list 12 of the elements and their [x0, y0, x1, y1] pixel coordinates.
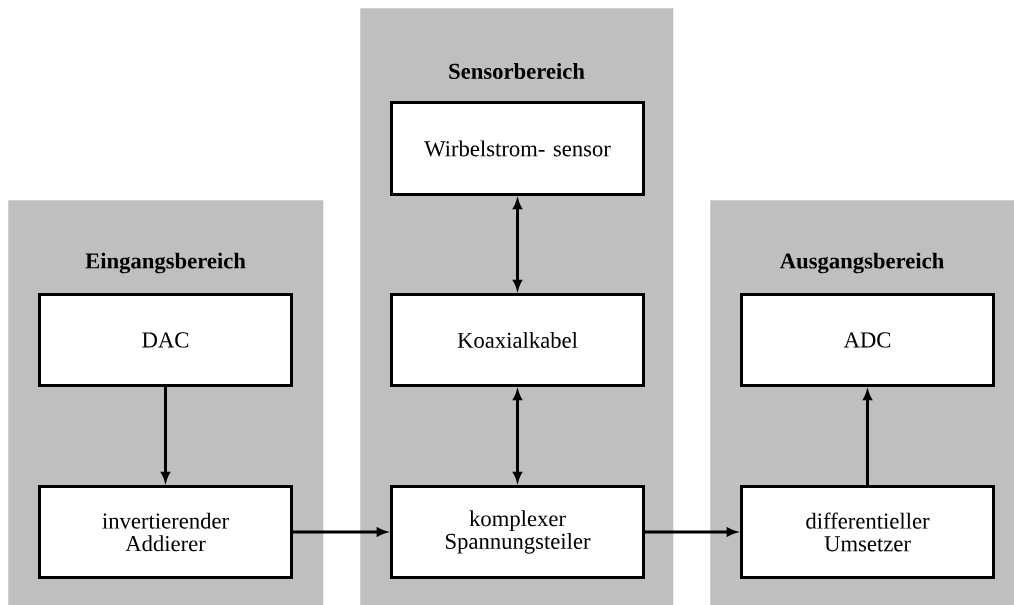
arrow	[293, 527, 387, 537]
process-box: Koaxialkabel	[390, 293, 645, 387]
process-box: invertierender Addierer	[38, 485, 293, 579]
process-box: differentieller Umsetzer	[740, 485, 995, 579]
arrow	[645, 527, 737, 537]
panel-heading: Ausgangsbereich	[779, 252, 944, 274]
panel-heading: Sensorbereich	[449, 63, 585, 79]
process-box: komplexer Spannungsteiler	[390, 485, 645, 579]
process-box: ADC	[740, 293, 995, 387]
process-box: DAC	[38, 293, 293, 387]
process-box: Wirbelstrom- sensor	[390, 101, 645, 196]
panel-heading: Eingangsbereich	[85, 252, 246, 274]
